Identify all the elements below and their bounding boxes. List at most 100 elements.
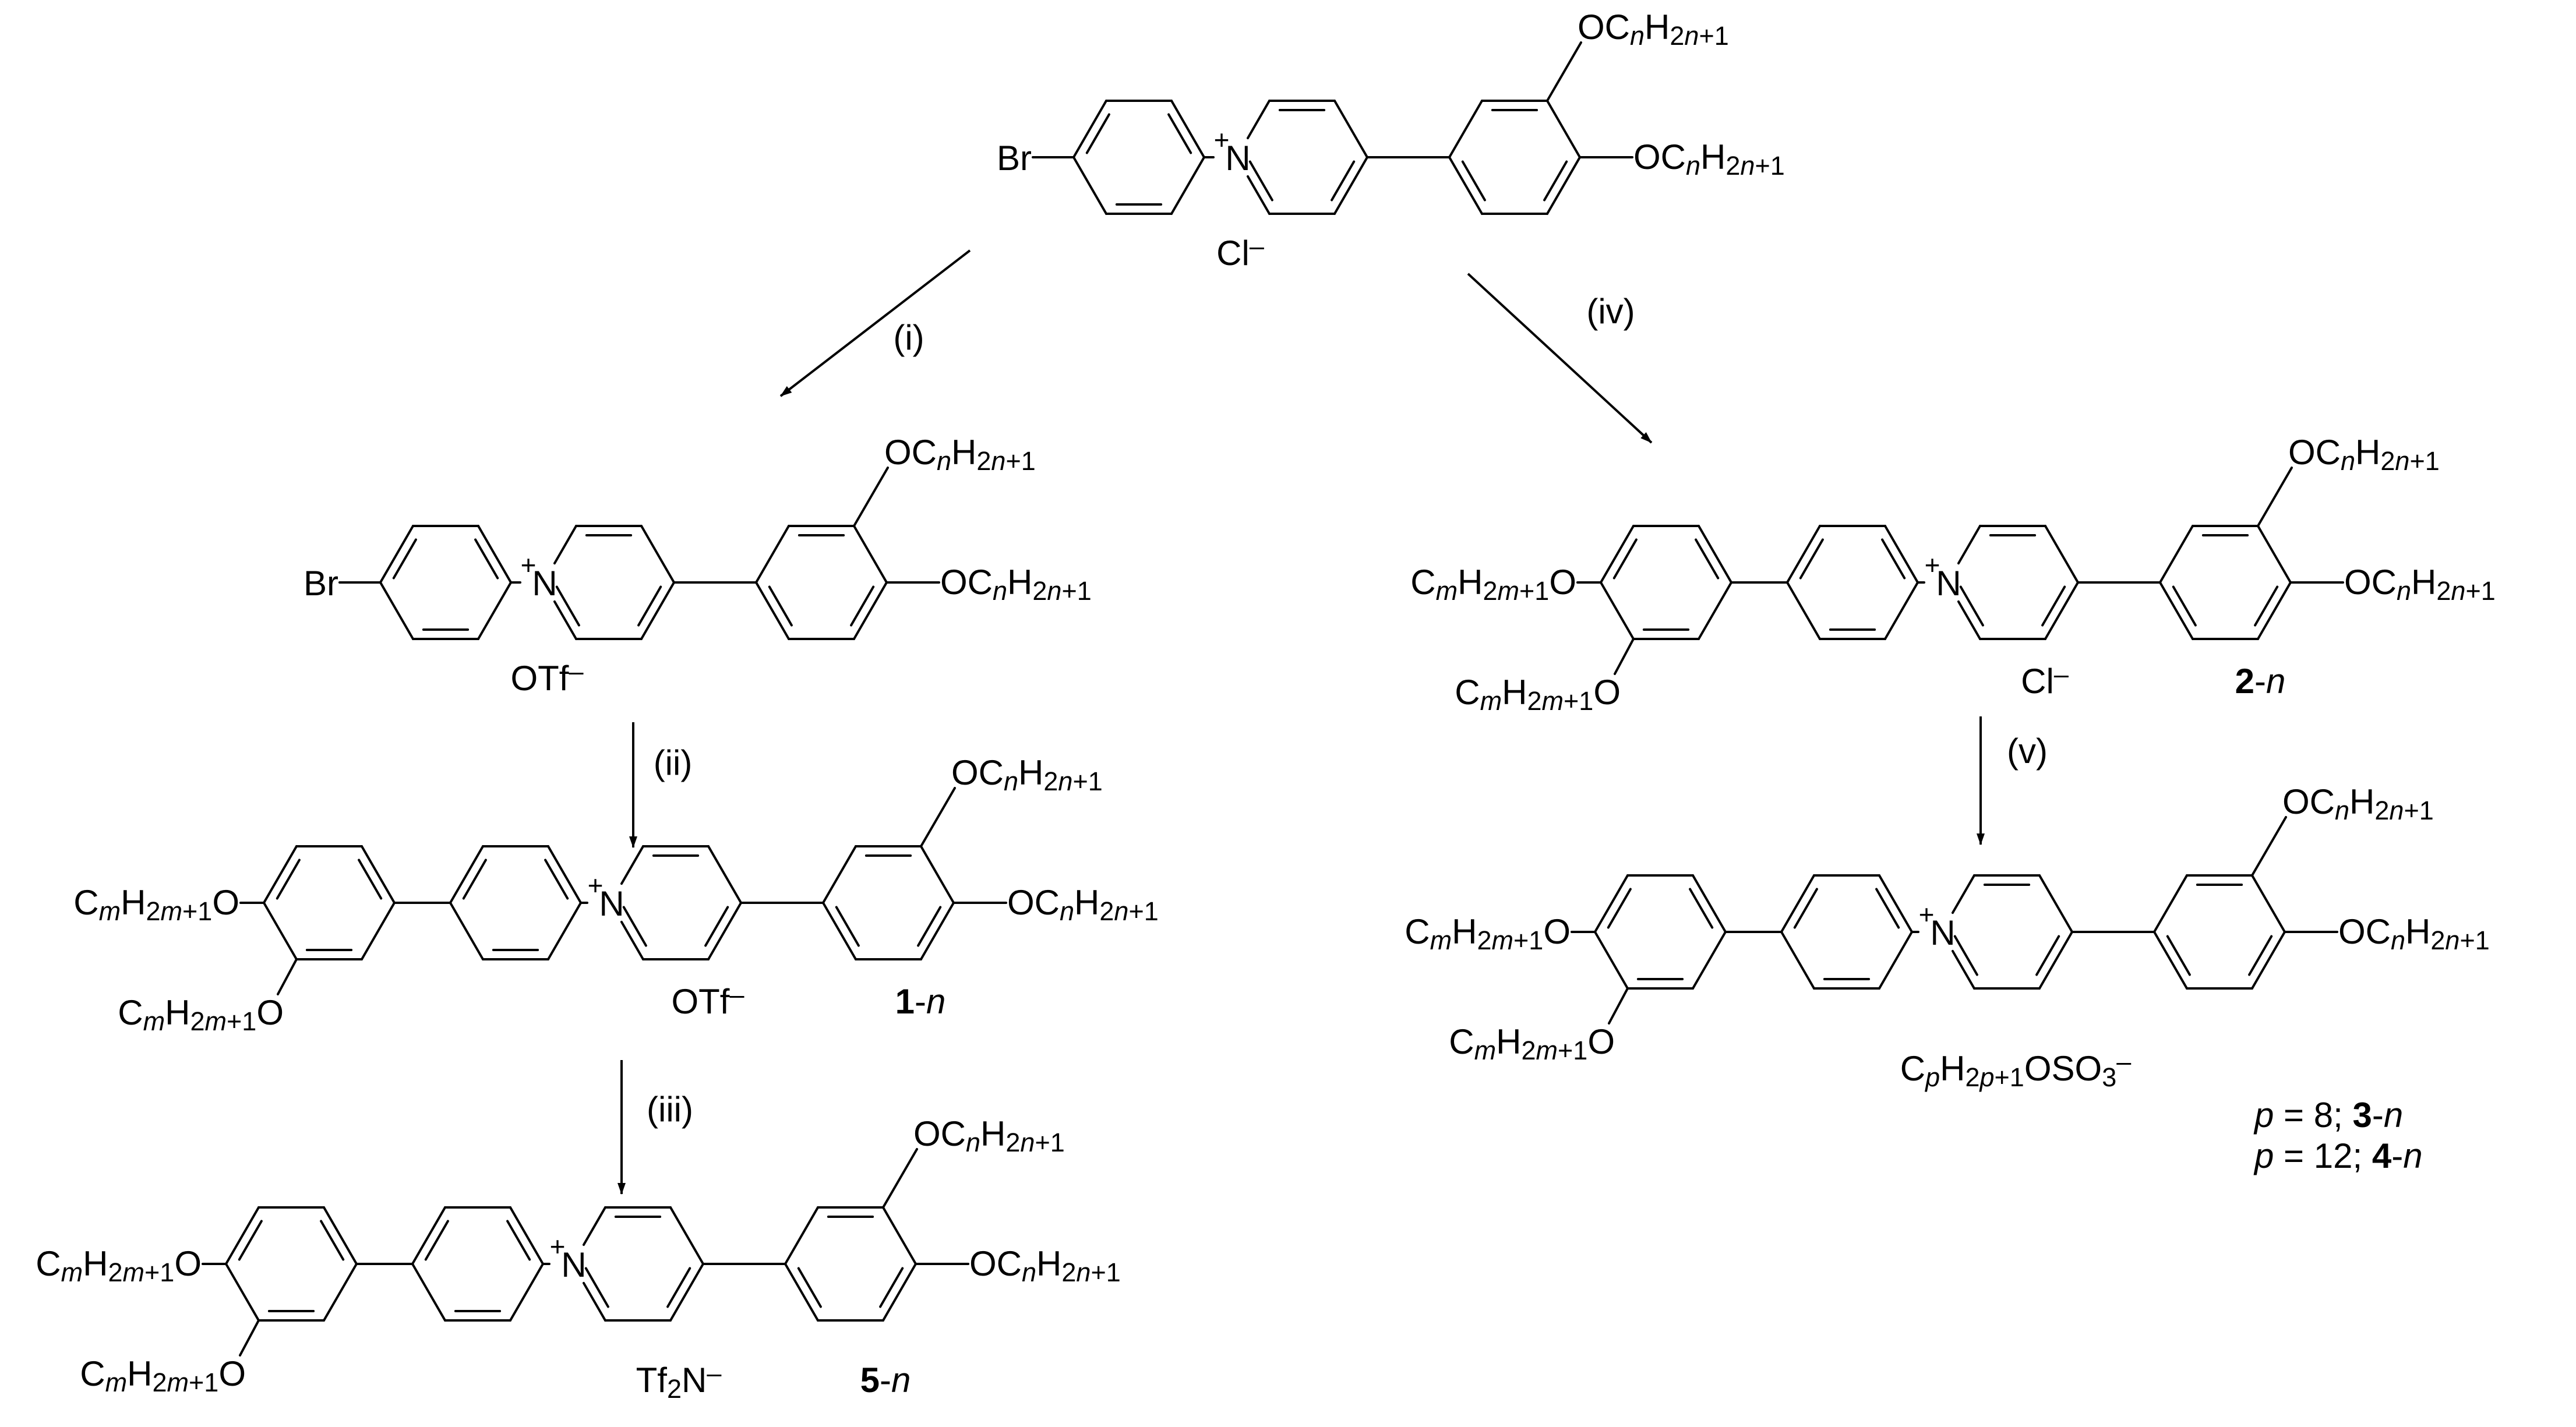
ring-bond	[1952, 949, 1975, 990]
step-label-iii: (iii)	[647, 1090, 693, 1129]
alkoxy-group-3: OCnH2n+1	[951, 753, 1103, 796]
ring-bond	[707, 902, 742, 960]
alkoxy-group-4: OCnH2n+1	[1633, 137, 1785, 181]
ring-bond	[2038, 931, 2073, 990]
ring-bond	[1170, 156, 1205, 215]
ring-bond	[1952, 874, 1975, 914]
ring-double-bond	[850, 585, 875, 627]
dialkoxyphenyl-ring-left	[263, 845, 396, 960]
ring-double-bond	[276, 859, 301, 900]
alkoxy-group-3: OCnH2n+1	[1578, 8, 1729, 51]
ring-bond	[1957, 600, 1981, 640]
ring-bond	[263, 902, 298, 960]
ring-bond	[640, 525, 675, 584]
ring-bond	[2257, 581, 2292, 640]
ring-double-bond	[879, 1267, 904, 1308]
ring-bond	[323, 1263, 358, 1322]
chloride-anion: Cl–	[2021, 659, 2069, 701]
ring-bond	[2159, 581, 2194, 640]
ring-bond	[449, 902, 484, 960]
ring-bond	[669, 1206, 704, 1265]
ring-bond	[853, 525, 888, 584]
ring-bond	[2159, 525, 2194, 584]
pyridinium-nitrogen: N	[599, 884, 624, 923]
ring-bond	[263, 845, 298, 904]
ring-bond	[477, 581, 512, 640]
ring-bond	[755, 525, 790, 584]
ring-bond	[1780, 931, 1815, 990]
alkoxy-bond	[2257, 467, 2293, 528]
ring-bond	[669, 1263, 704, 1322]
ring-bond	[620, 845, 644, 885]
ring-bond	[784, 1206, 819, 1265]
pyridinium-charge: +	[1925, 550, 1940, 580]
ring-bond	[1333, 100, 1368, 158]
ring-bond	[755, 581, 790, 640]
ring-double-bond	[2166, 935, 2191, 976]
bromine-label: Br	[304, 564, 338, 603]
pyridinium-nitrogen: N	[532, 564, 557, 603]
ring-bond	[553, 600, 577, 640]
ring-bond	[1072, 156, 1107, 215]
alkoxy-group-4: OCnH2n+1	[1007, 883, 1159, 926]
alkoxy-bond	[2251, 816, 2287, 877]
alkoxy-bond	[882, 1148, 918, 1209]
compound-number: 1-n	[895, 982, 946, 1021]
ring-bond	[882, 1263, 917, 1322]
alkoxy-group-3-prime: CmH2m+1O	[1449, 1022, 1615, 1065]
bromine-label: Br	[997, 139, 1032, 178]
ring-bond	[1594, 931, 1629, 990]
ring-bond	[553, 525, 577, 565]
ring-double-bond	[424, 1220, 449, 1261]
ring-double-bond	[474, 538, 499, 580]
alkoxy-group-4: OCnH2n+1	[969, 1244, 1121, 1287]
ring-bond	[411, 1263, 446, 1322]
arrow-step-iv	[1467, 273, 1653, 444]
ring-bond	[2044, 525, 2079, 584]
phenylene-ring	[1780, 874, 1913, 990]
ring-bond	[1780, 874, 1815, 933]
pyridinium-nitrogen: N	[1936, 564, 1961, 603]
alkoxy-bond	[277, 958, 298, 995]
ring-bond	[2257, 525, 2292, 584]
ring-double-bond	[835, 906, 860, 947]
pyridinium-charge: +	[1919, 899, 1935, 930]
ring-double-bond	[544, 859, 569, 900]
ring-bond	[2153, 931, 2188, 990]
ring-bond	[1786, 525, 1821, 584]
ring-double-bond	[238, 1220, 263, 1261]
ring-bond	[361, 845, 396, 904]
ring-bond	[323, 1206, 358, 1265]
step-label-i: (i)	[893, 318, 924, 357]
ring-double-bond	[1875, 888, 1900, 929]
ring-bond	[225, 1263, 260, 1322]
ring-bond	[920, 845, 955, 904]
ring-double-bond	[462, 859, 487, 900]
alkoxy-group-3-prime: CmH2m+1O	[80, 1354, 246, 1397]
ring-bond	[822, 902, 857, 960]
ring-bond	[1884, 525, 1919, 584]
triflate-anion: OTf–	[510, 656, 583, 698]
ring-bond	[379, 581, 414, 640]
alkoxy-group-3: OCnH2n+1	[913, 1114, 1065, 1157]
ring-bond	[1546, 100, 1581, 158]
legend-p8: p = 8; 3-n	[2253, 1096, 2403, 1135]
dialkoxyphenyl-ring	[755, 525, 888, 640]
ring-double-bond	[1959, 585, 1984, 627]
ring-bond	[2044, 581, 2079, 640]
ring-double-bond	[768, 585, 793, 627]
phenylene-ring	[1786, 525, 1919, 640]
phenylene-ring	[449, 845, 582, 960]
alkoxy-bond	[853, 467, 889, 528]
pyridinium-ring	[620, 845, 742, 960]
pyridinium-charge: +	[588, 870, 604, 900]
ring-double-bond	[320, 1220, 345, 1261]
alkoxy-group-4-prime: CmH2m+1O	[1410, 563, 1576, 606]
pyridinium-ring	[1247, 100, 1368, 215]
alkoxy-group-4-prime: CmH2m+1O	[36, 1244, 202, 1287]
ring-bond	[477, 525, 512, 584]
ring-bond	[882, 1206, 917, 1265]
ring-double-bond	[1543, 160, 1568, 202]
ring-bond	[784, 1263, 819, 1322]
ring-bond	[1448, 156, 1483, 215]
